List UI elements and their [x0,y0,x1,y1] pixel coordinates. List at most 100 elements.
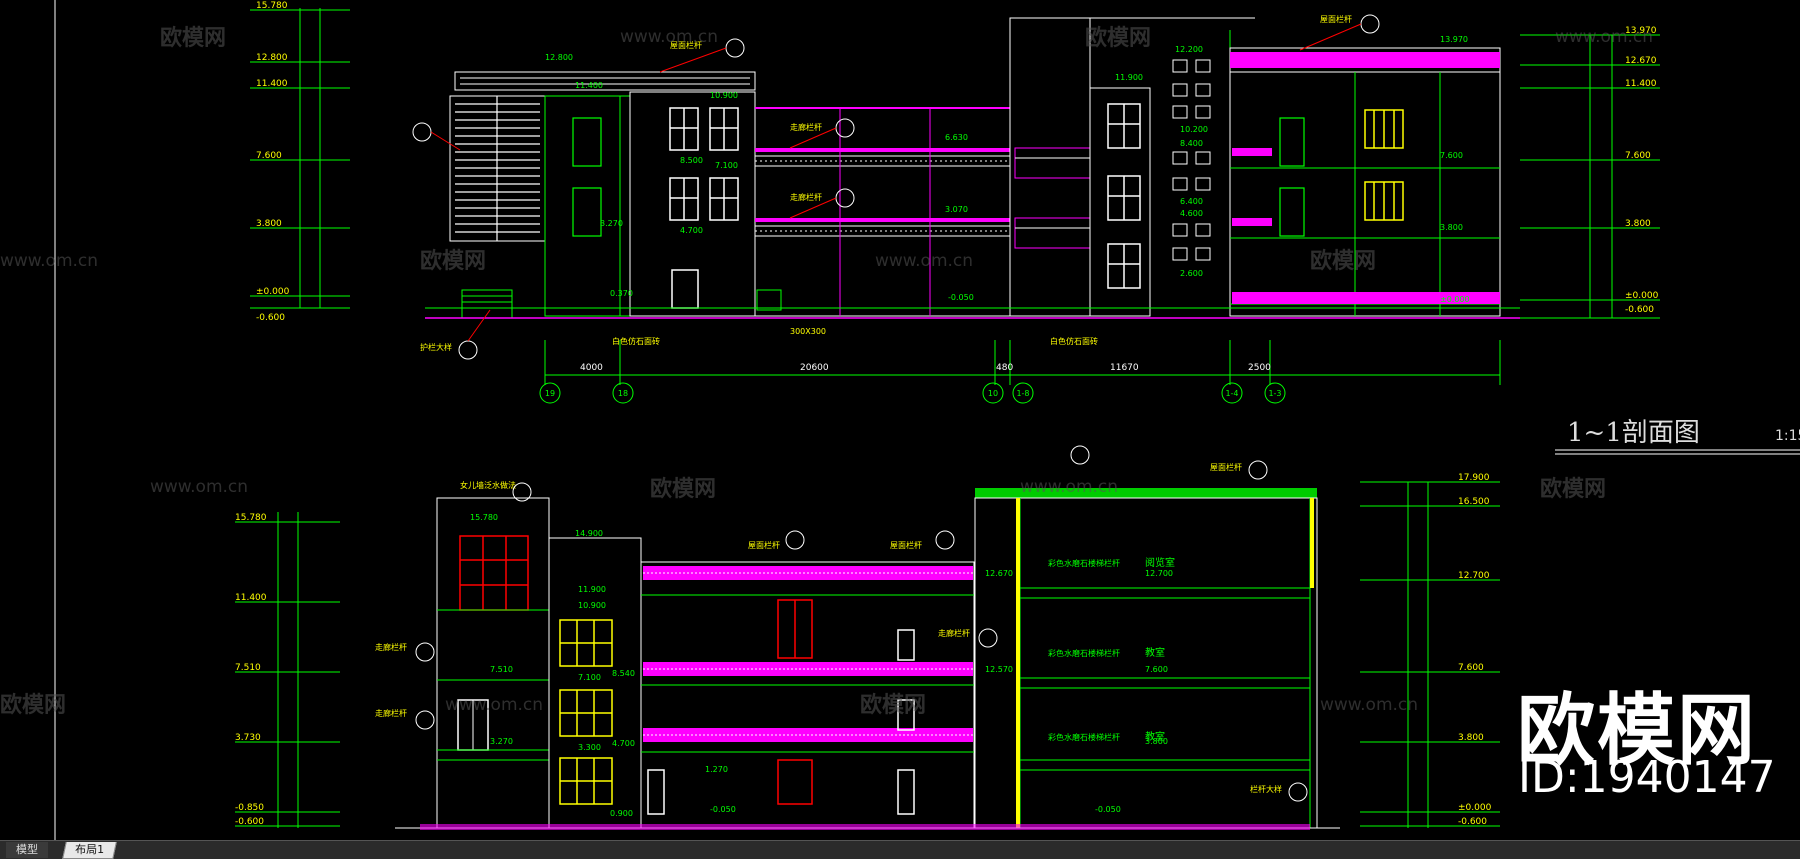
axis-label: 18 [618,389,628,398]
watermark-url-faint: www.om.cn www.om.cn www.om.cn www.om.cn … [0,27,1653,715]
level-mark: 3.270 [600,219,623,228]
level-mark: 6.630 [945,133,968,142]
lower-left-ruler [235,512,340,828]
section-title: 1~1剖面图 [1567,418,1700,448]
level-label: 12.700 [1458,571,1490,581]
level-label: 12.800 [256,53,288,63]
lower-right-ruler [1360,481,1500,828]
note: 走廊栏杆 [790,192,822,202]
level-mark: 4.700 [680,226,703,235]
level-mark: 12.570 [985,665,1013,674]
level-mark: 3.070 [945,205,968,214]
watermark-url: www.om.cn [620,27,718,47]
level-mark: 4.700 [612,739,635,748]
level-mark: 3.800 [1440,223,1463,232]
watermark-brand: 欧模网 [1085,25,1151,51]
level-mark: 12.200 [1175,45,1203,54]
level-mark: 7.100 [715,161,738,170]
lower-right-level-labels: 17.900 16.500 12.700 7.600 3.800 ±0.000 … [1458,473,1492,827]
tab-model[interactable]: 模型 [6,842,48,858]
axis-bubbles [539,382,1286,404]
upper-elevation-drawing: 15.780 12.800 11.400 7.600 3.800 ±0.000 … [250,1,1660,404]
watermark-brand-faint: 欧模网 欧模网 欧模网 欧模网 欧模网 欧模网 欧模网 欧模网 [0,25,1606,718]
block-right-classrooms [1229,47,1501,317]
note: 彩色水磨石楼梯栏杆 [1048,648,1120,658]
left-level-labels: 15.780 12.800 11.400 7.600 3.800 ±0.000 … [256,1,290,323]
lower-level-marks: 15.780 14.900 11.900 10.900 8.540 7.510 … [470,513,1173,818]
left-level-ruler [250,8,350,309]
level-mark: 12.670 [985,569,1013,578]
level-mark: 12.800 [545,53,573,62]
level-label: 13.970 [1625,26,1657,36]
watermark-brand: 欧模网 [650,476,716,502]
level-label: 15.780 [256,1,288,11]
level-mark: 7.600 [1145,665,1168,674]
note: 走廊栏杆 [375,642,407,652]
watermark-brand: 欧模网 [160,25,226,51]
watermark-id: ID:1940147 [1518,752,1776,803]
section-ground-hatch [420,824,1310,830]
cad-model-space[interactable]: 15.780 12.800 11.400 7.600 3.800 ±0.000 … [0,0,1800,840]
level-mark: 13.970 [1440,35,1468,44]
level-mark: -0.050 [948,293,974,302]
watermark-url: www.om.cn [150,477,248,497]
note: 屋面栏杆 [890,540,922,550]
watermark-brand: 欧模网 [860,692,926,718]
tab-model-label: 模型 [16,843,38,856]
level-mark: 7.600 [1440,151,1463,160]
grid-dimension-line [544,340,1501,385]
dimension-label: 4000 [580,363,603,373]
level-label: ±0.000 [256,287,290,297]
level-mark: 11.900 [578,585,606,594]
block-corridor [754,107,1011,317]
layout-tab-bar: 模型 布局1 [0,840,1800,859]
dimension-label: 20600 [800,363,829,373]
axis-label: 1-4 [1225,389,1238,398]
level-mark: 8.500 [680,156,703,165]
level-mark: 4.600 [1180,209,1203,218]
level-label: -0.600 [1625,305,1654,315]
watermark-brand: 欧模网 [420,248,486,274]
level-mark: 3.300 [578,743,601,752]
level-label: -0.600 [1458,817,1487,827]
tab-layout1[interactable]: 布局1 [62,842,117,859]
watermark-brand: 欧模网 [1310,248,1376,274]
level-mark: ±0.000 [1440,295,1470,304]
lower-notes: 女儿墙泛水做法 屋面栏杆 屋面栏杆 屋面栏杆 走廊栏杆 走廊栏杆 走廊栏杆 栏杆… [375,462,1282,794]
level-label: -0.600 [256,313,285,323]
section-scale: 1:15 [1775,428,1800,444]
level-label: -0.600 [235,817,264,827]
level-mark: 10.200 [1180,125,1208,134]
axis-label: 10 [988,389,998,398]
level-label: 12.670 [1625,56,1657,66]
note: 屋面栏杆 [1320,14,1352,24]
level-mark: 3.270 [490,737,513,746]
block-connector [1009,17,1255,317]
note: 白色仿石面砖 [612,336,660,346]
level-label: 3.800 [256,219,282,229]
watermark-url: www.om.cn [1555,27,1653,47]
level-label: -0.850 [235,803,264,813]
level-label: 7.510 [235,663,261,673]
dimension-label: 11670 [1110,363,1139,373]
level-mark: 11.900 [1115,73,1143,82]
block-stair-tower [1089,30,1231,317]
grid-dimension-labels: 4000 20600 480 11670 2500 [580,363,1271,373]
level-label: 16.500 [1458,497,1490,507]
note: 走廊栏杆 [375,708,407,718]
level-label: 3.800 [1458,733,1484,743]
level-mark: 8.540 [612,669,635,678]
note: 300X300 [790,327,826,336]
dimension-label: 480 [996,363,1013,373]
note: 彩色水磨石楼梯栏杆 [1048,732,1120,742]
room-label: 教室 [1145,730,1165,743]
section-right-classrooms: 阅览室 教室 教室 彩色水磨石楼梯栏杆 彩色水磨石楼梯栏杆 彩色水磨石楼梯栏杆 [974,488,1318,829]
room-label: 阅览室 [1145,556,1175,569]
watermark-brand: 欧模网 [1540,476,1606,502]
note: 栏杆大样 [1250,784,1282,794]
level-label: 17.900 [1458,473,1490,483]
level-mark: 10.900 [578,601,606,610]
level-mark: -0.050 [710,805,736,814]
level-mark: 11.400 [575,81,603,90]
note: 屋面栏杆 [1210,462,1242,472]
